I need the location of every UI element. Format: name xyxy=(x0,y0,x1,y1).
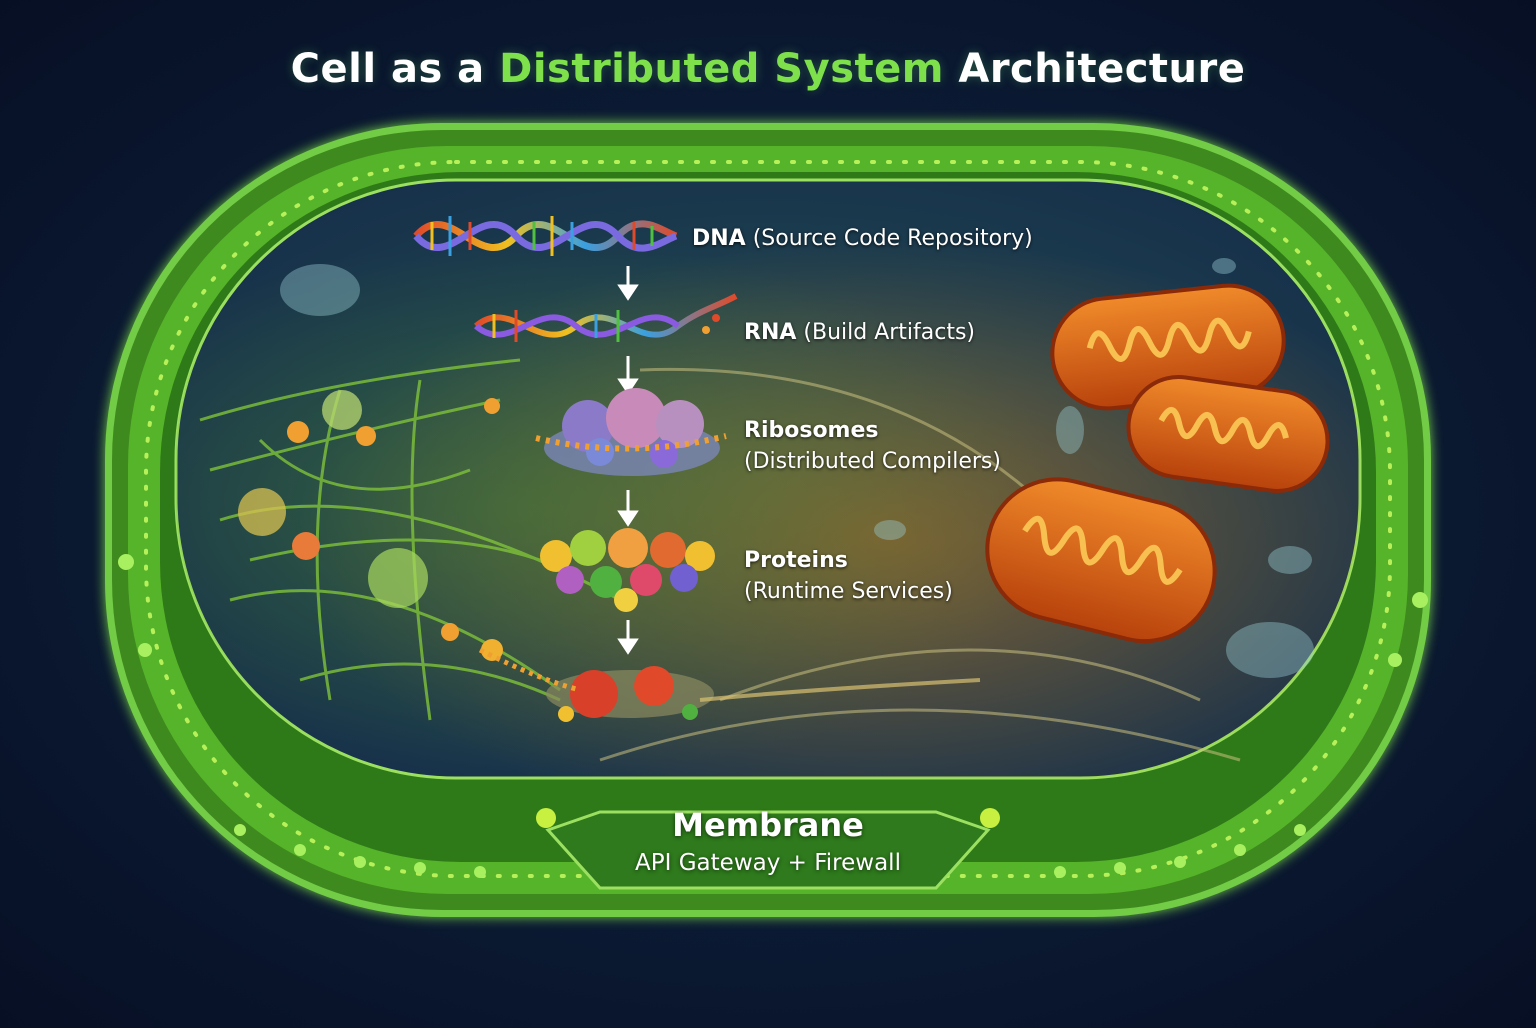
dna-name: DNA xyxy=(692,226,746,251)
vesicles xyxy=(238,390,503,661)
dna-role: (Source Code Repository) xyxy=(752,226,1033,251)
membrane-subtitle: API Gateway + Firewall xyxy=(635,850,901,876)
label-ribosomes: Ribosomes (Distributed Compilers) xyxy=(744,418,1001,474)
membrane-pores xyxy=(118,554,1428,878)
dna-helix xyxy=(413,216,678,256)
membrane-title: Membrane xyxy=(672,806,864,844)
floating-vesicles xyxy=(280,258,1314,678)
rna-strand xyxy=(474,293,738,342)
mitochondrion-2 xyxy=(1126,375,1330,493)
proteins-name: Proteins xyxy=(744,548,848,573)
ribosomes-name: Ribosomes xyxy=(744,418,879,443)
mitochondrion-3 xyxy=(985,477,1217,644)
runtime-complex xyxy=(478,647,981,722)
ribosomes-role: (Distributed Compilers) xyxy=(744,449,1001,474)
proteins-role: (Runtime Services) xyxy=(744,579,953,604)
title-part2: Architecture xyxy=(943,46,1246,92)
protein-cluster xyxy=(540,528,715,612)
mitochondrion-1 xyxy=(1050,283,1286,411)
rna-role: (Build Artifacts) xyxy=(803,320,976,345)
title-part1: Cell as a xyxy=(290,46,500,92)
title-highlight: Distributed System xyxy=(499,46,944,92)
endoplasmic-reticulum xyxy=(599,367,1241,762)
membrane-label-panel xyxy=(536,808,1000,890)
label-proteins: Proteins (Runtime Services) xyxy=(744,548,953,604)
ribosome xyxy=(535,388,727,476)
flow-arrows xyxy=(617,266,639,655)
label-rna: RNA (Build Artifacts) xyxy=(744,320,975,345)
diagram-title: Cell as a Distributed System Architectur… xyxy=(0,46,1536,92)
rna-name: RNA xyxy=(744,320,797,345)
label-dna: DNA (Source Code Repository) xyxy=(692,226,1033,251)
